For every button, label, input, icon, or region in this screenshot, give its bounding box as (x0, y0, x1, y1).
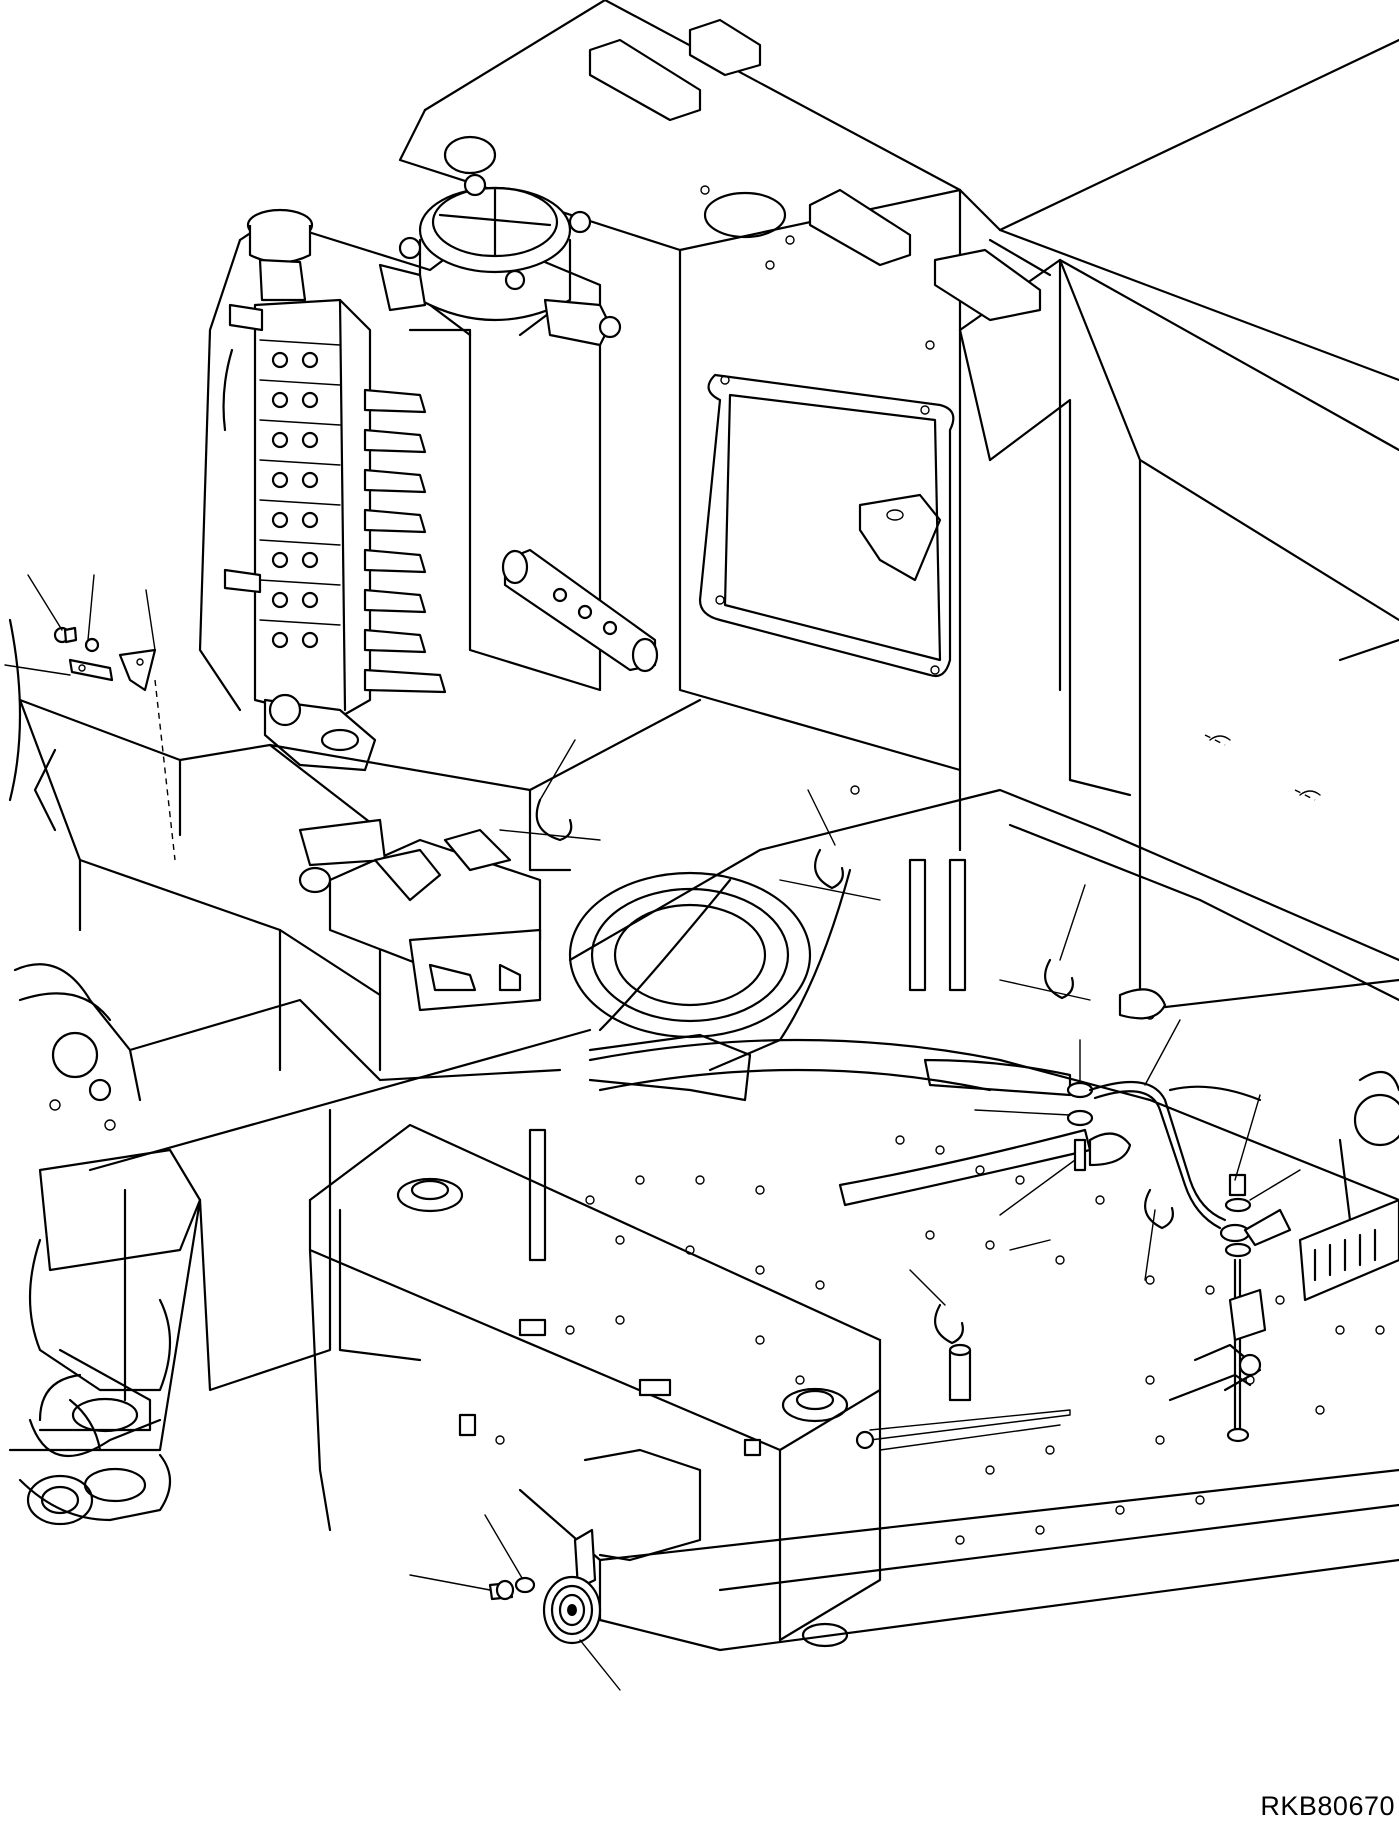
horn (488, 1528, 602, 1645)
clip-hardware (53, 626, 176, 861)
ground-strap (1066, 988, 1399, 1443)
hose-clamps (499, 798, 1174, 1345)
rear-housing (398, 0, 1399, 1020)
drawing-id-label: RKB80670 (1260, 1791, 1395, 1821)
leader-lines (4, 574, 1301, 1691)
selector-valve (298, 818, 542, 1012)
left-deck (8, 618, 702, 1526)
control-valve (222, 258, 447, 772)
hydraulic-tank (198, 173, 622, 712)
right-boom-frame (308, 1123, 882, 1648)
solenoid-block (501, 548, 659, 673)
